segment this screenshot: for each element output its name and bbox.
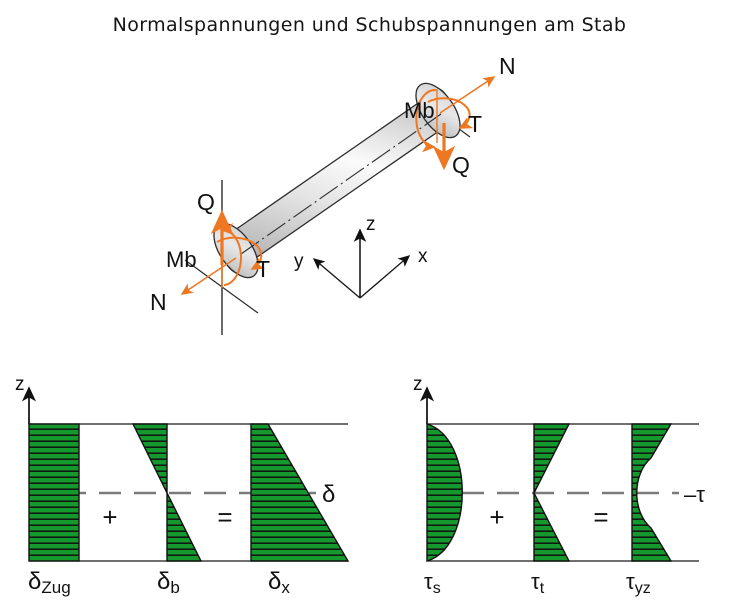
force-label-Q-right: Q [452, 152, 470, 178]
stress-label-tau-t: τt [531, 569, 545, 597]
stress-block-tau-s [426, 423, 463, 562]
stress-label-tau-yz: τyz [626, 569, 651, 597]
operator-plus-normal: + [102, 502, 117, 532]
force-label-N-right: N [499, 53, 516, 79]
rod-3d-free-body: N Mb T Q Q Mb T N z x y [150, 53, 516, 335]
axis-label-z: z [366, 214, 376, 235]
stress-block-tau-t [533, 423, 571, 562]
stress-label-delta-b: δb [157, 568, 180, 597]
stress-label-delta-zug: δZug [28, 568, 71, 597]
moment-arc-Mb-right [415, 88, 437, 153]
force-arrow-N-left [180, 257, 237, 295]
operator-equals-shear: = [593, 502, 608, 532]
normal-stress-superposition: z δ δZug δb δx + = [15, 376, 350, 597]
moment-arc-Mb-left [220, 222, 242, 286]
rod-end-cap-right [415, 82, 461, 139]
page-title: Normalspannungen und Schubspannungen am … [112, 14, 627, 36]
stress-block-delta-b-upper [131, 423, 168, 494]
stress-block-delta-zug [28, 423, 80, 562]
z-axis-label-shear: z [413, 376, 423, 395]
axis-label-y: y [294, 251, 304, 272]
force-label-Mb-left: Mb [166, 247, 197, 272]
stress-block-delta-x [250, 423, 350, 562]
shear-stress-superposition: z –τ τs τt τyz + = [413, 376, 705, 597]
torsion-arc-T-left [216, 236, 266, 270]
operator-equals-normal: = [217, 502, 232, 532]
axis-x-arrow [359, 255, 411, 299]
z-axis-label-normal: z [15, 376, 25, 395]
rod-center-axis [240, 113, 442, 255]
operator-plus-shear: + [489, 502, 504, 532]
stress-label-tau-s: τs [424, 569, 441, 597]
force-label-T-right: T [468, 111, 482, 137]
stress-label-delta-x: δx [268, 568, 290, 597]
torsion-arc-T-right [427, 97, 474, 129]
force-label-T-left: T [256, 256, 270, 282]
xyz-triad: z x y [294, 214, 428, 299]
force-arrow-N-right [439, 76, 496, 114]
resultant-axis-label-normal: δ [322, 481, 335, 508]
stress-block-delta-b-lower [166, 492, 203, 562]
stress-block-tau-yz [631, 423, 673, 562]
resultant-axis-label-shear: –τ [684, 482, 705, 507]
force-label-N-left: N [150, 289, 167, 315]
axis-y-arrow [312, 258, 361, 299]
force-label-Q-left: Q [197, 189, 215, 215]
axis-label-x: x [418, 246, 428, 267]
